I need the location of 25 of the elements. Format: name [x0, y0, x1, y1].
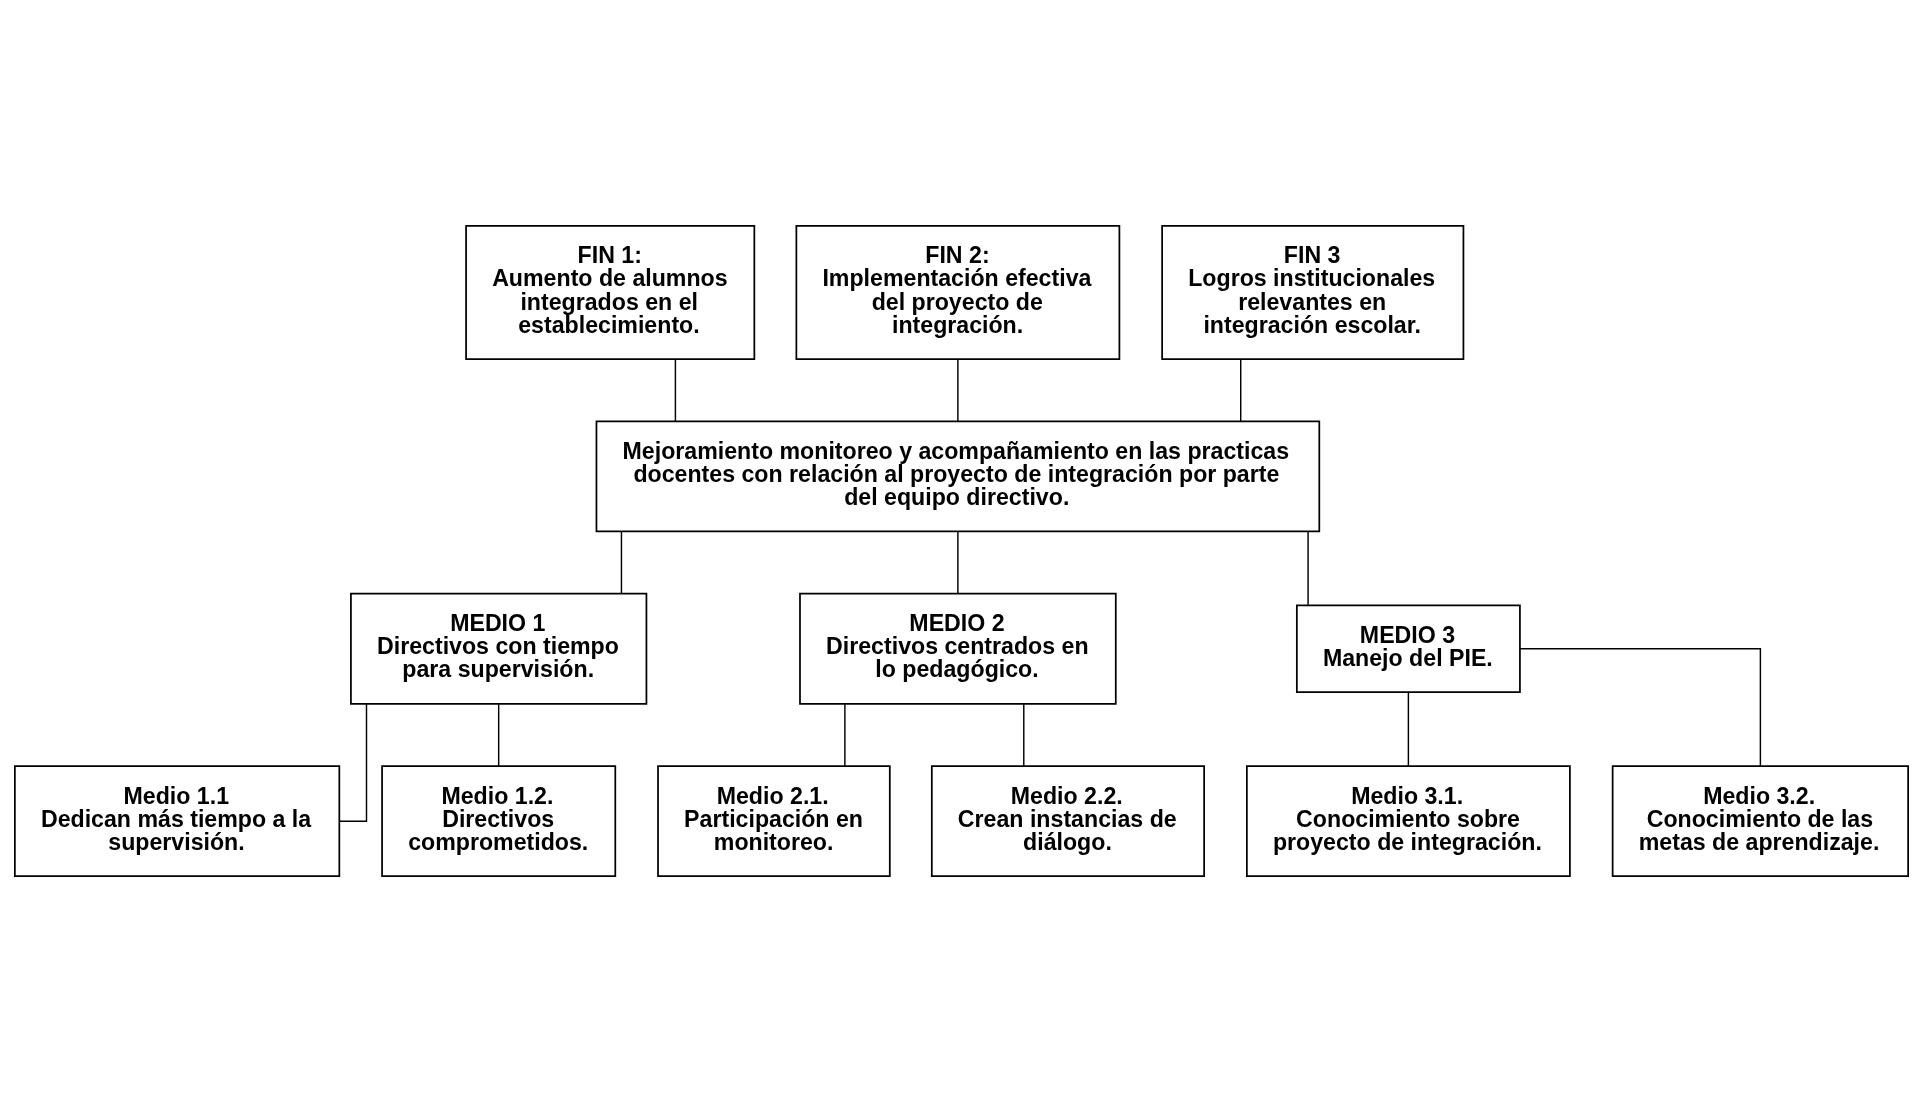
connector	[1240, 358, 1242, 422]
node-box: MEDIO 3 Manejo del PIE.	[1296, 603, 1521, 693]
node-box: FIN 1: Aumento de alumnos integrados en el establecimiento.	[465, 224, 756, 360]
node-box: MEDIO 1 Directivos con tiempo para supervisión.	[350, 592, 648, 705]
node-box: Medio 1.2. Directivos comprometidos.	[381, 764, 617, 877]
node-box: Mejoramiento monitoreo y acompañamiento en las practicas docentes con relación al proyecto de integración por parte del equipo directivo.	[595, 420, 1321, 532]
connector	[957, 530, 959, 594]
connector	[957, 358, 959, 422]
node-box: Medio 1.1 Dedican más tiempo a la supervisión.	[14, 764, 341, 877]
node-box: MEDIO 2 Directivos centrados en lo pedagógico.	[799, 592, 1117, 705]
connector	[620, 530, 623, 594]
connector	[844, 703, 846, 766]
connector	[1519, 647, 1762, 766]
connector	[674, 358, 677, 422]
node-box: FIN 2: Implementación efectiva del proyecto de integración.	[795, 224, 1121, 360]
node-box: FIN 3 Logros institucionales relevantes en integración escolar.	[1161, 224, 1465, 360]
connector	[1407, 691, 1410, 767]
node-box: Medio 3.2. Conocimiento de las metas de aprendizaje.	[1611, 764, 1909, 877]
connector	[338, 703, 368, 822]
node-box: Medio 2.1. Participación en monitoreo.	[657, 764, 891, 877]
connector	[1307, 530, 1309, 606]
connector	[497, 703, 500, 766]
connector	[1023, 703, 1025, 766]
node-box: Medio 3.1. Conocimiento sobre proyecto de integración.	[1246, 764, 1571, 877]
node-box: Medio 2.2. Crean instancias de diálogo.	[930, 764, 1205, 877]
